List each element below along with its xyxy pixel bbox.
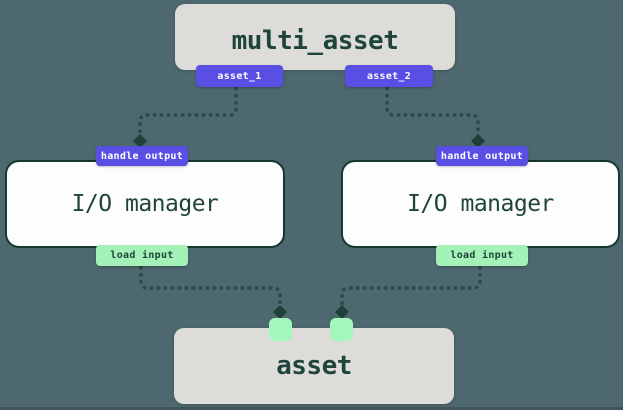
wire-load-input-left-to-asset — [139, 266, 282, 306]
arrowhead-diamond-icon — [273, 305, 287, 319]
bottom-edge-divider — [0, 407, 623, 410]
wire-load-input-right-to-asset — [340, 266, 482, 306]
multi-asset-label: multi_asset — [231, 26, 399, 56]
node-asset: asset — [174, 328, 454, 404]
node-io-manager-right: I/O manager — [341, 160, 620, 248]
handle-output-tag-right: handle output — [436, 146, 528, 166]
io-manager-right-label: I/O manager — [407, 191, 554, 217]
load-input-tag-right: load input — [436, 245, 528, 266]
asset-input-square-right — [330, 318, 353, 341]
io-manager-left-label: I/O manager — [71, 191, 219, 217]
node-io-manager-left: I/O manager — [5, 160, 285, 248]
output-tag-asset-1: asset_1 — [196, 65, 283, 87]
arrowhead-diamond-icon — [335, 305, 349, 319]
load-input-tag-left: load input — [96, 245, 188, 266]
asset-input-square-left — [269, 318, 292, 341]
wire-asset2-to-handle-output — [385, 87, 480, 135]
output-tag-asset-2: asset_2 — [345, 65, 433, 87]
wire-asset1-to-handle-output — [138, 87, 238, 135]
asset-label: asset — [276, 351, 352, 381]
handle-output-tag-left: handle output — [96, 146, 188, 166]
node-multi-asset: multi_asset — [175, 4, 455, 70]
